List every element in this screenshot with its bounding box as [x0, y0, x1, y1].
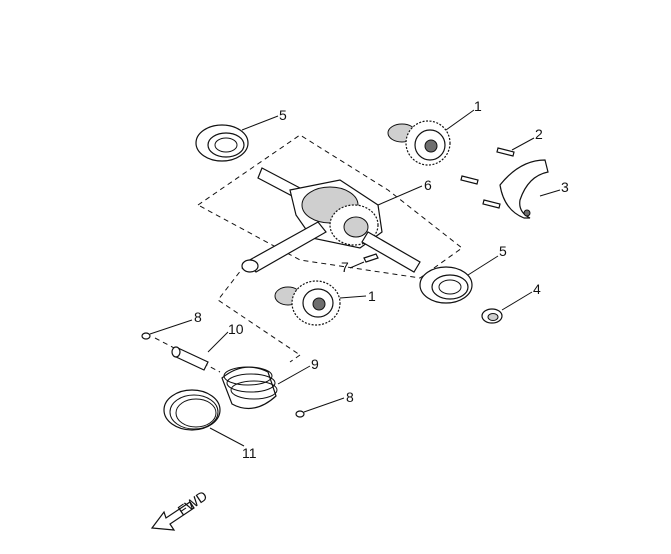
- callout-5-lower: 5: [499, 243, 507, 259]
- gear-upper: [387, 120, 451, 166]
- callout-8-right: 8: [346, 389, 354, 405]
- forward-direction-label: FWD: [175, 487, 210, 518]
- piston-ring-set: [163, 389, 221, 431]
- piston-pin-clip-left: [141, 332, 151, 340]
- leader-lines: [149, 109, 561, 447]
- bolt: [460, 147, 515, 209]
- callout-1-lower: 1: [368, 288, 376, 304]
- callout-5-upper: 5: [279, 107, 287, 123]
- piston: [221, 366, 278, 410]
- oil-seal: [481, 308, 503, 324]
- callout-10: 10: [228, 321, 244, 337]
- callouts: 5 1 2 3 6 7 5 4 1 8 10 9 8 11: [194, 98, 569, 461]
- woodruff-key: [363, 253, 379, 263]
- cover-plate: [499, 159, 549, 219]
- callout-11: 11: [242, 445, 257, 461]
- assembly-group-outline: [154, 134, 463, 373]
- gear-lower: [274, 280, 341, 326]
- callout-7: 7: [341, 259, 349, 275]
- callout-4: 4: [533, 281, 541, 297]
- callout-8-left: 8: [194, 309, 202, 325]
- callout-2: 2: [535, 126, 543, 142]
- callout-3: 3: [561, 179, 569, 195]
- piston-pin: [171, 346, 209, 371]
- callout-9: 9: [311, 356, 319, 372]
- forward-direction-arrow: FWD: [150, 487, 210, 531]
- piston-pin-clip-right: [295, 410, 305, 418]
- bearing-lower: [419, 266, 473, 304]
- crankshaft-assembly: [241, 167, 421, 273]
- callout-1-upper: 1: [474, 98, 482, 114]
- callout-6: 6: [424, 177, 432, 193]
- bearing-upper: [195, 124, 249, 162]
